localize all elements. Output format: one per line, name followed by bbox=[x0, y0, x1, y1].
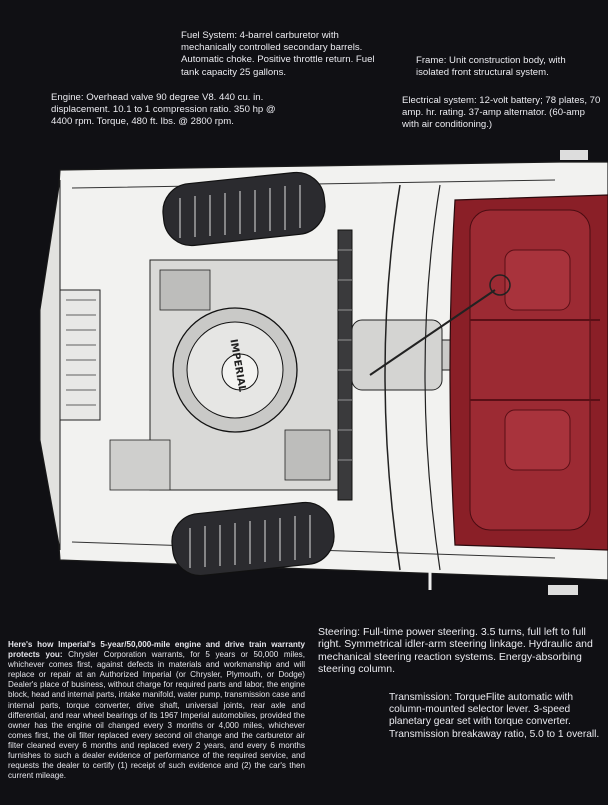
warranty-body: Chrysler Corporation warrants, for 5 yea… bbox=[8, 650, 305, 781]
front-tire-top bbox=[162, 171, 326, 247]
steering-caption: Steering: Full-time power steering. 3.5 … bbox=[318, 626, 593, 676]
transmission-caption: Transmission: TorqueFlite automatic with… bbox=[389, 692, 600, 740]
car-cutaway-illustration: IMPERIAL bbox=[39, 150, 608, 595]
electrical-system-caption: Electrical system: 12-volt battery; 78 p… bbox=[402, 95, 601, 131]
front-tire-bottom bbox=[171, 501, 335, 577]
warranty-paragraph: Here's how Imperial's 5-year/50,000-mile… bbox=[8, 640, 305, 781]
fuel-system-caption: Fuel System: 4-barrel carburetor with me… bbox=[181, 30, 375, 78]
engine-v8: IMPERIAL bbox=[109, 259, 341, 491]
front-bench-seat bbox=[449, 194, 608, 551]
engine-caption: Engine: Overhead valve 90 degree V8. 440… bbox=[51, 92, 276, 128]
frame-caption: Frame: Unit construction body, with isol… bbox=[416, 55, 566, 79]
warranty-heading: Here's how Imperial's 5-year/50,000-mile… bbox=[8, 640, 305, 660]
